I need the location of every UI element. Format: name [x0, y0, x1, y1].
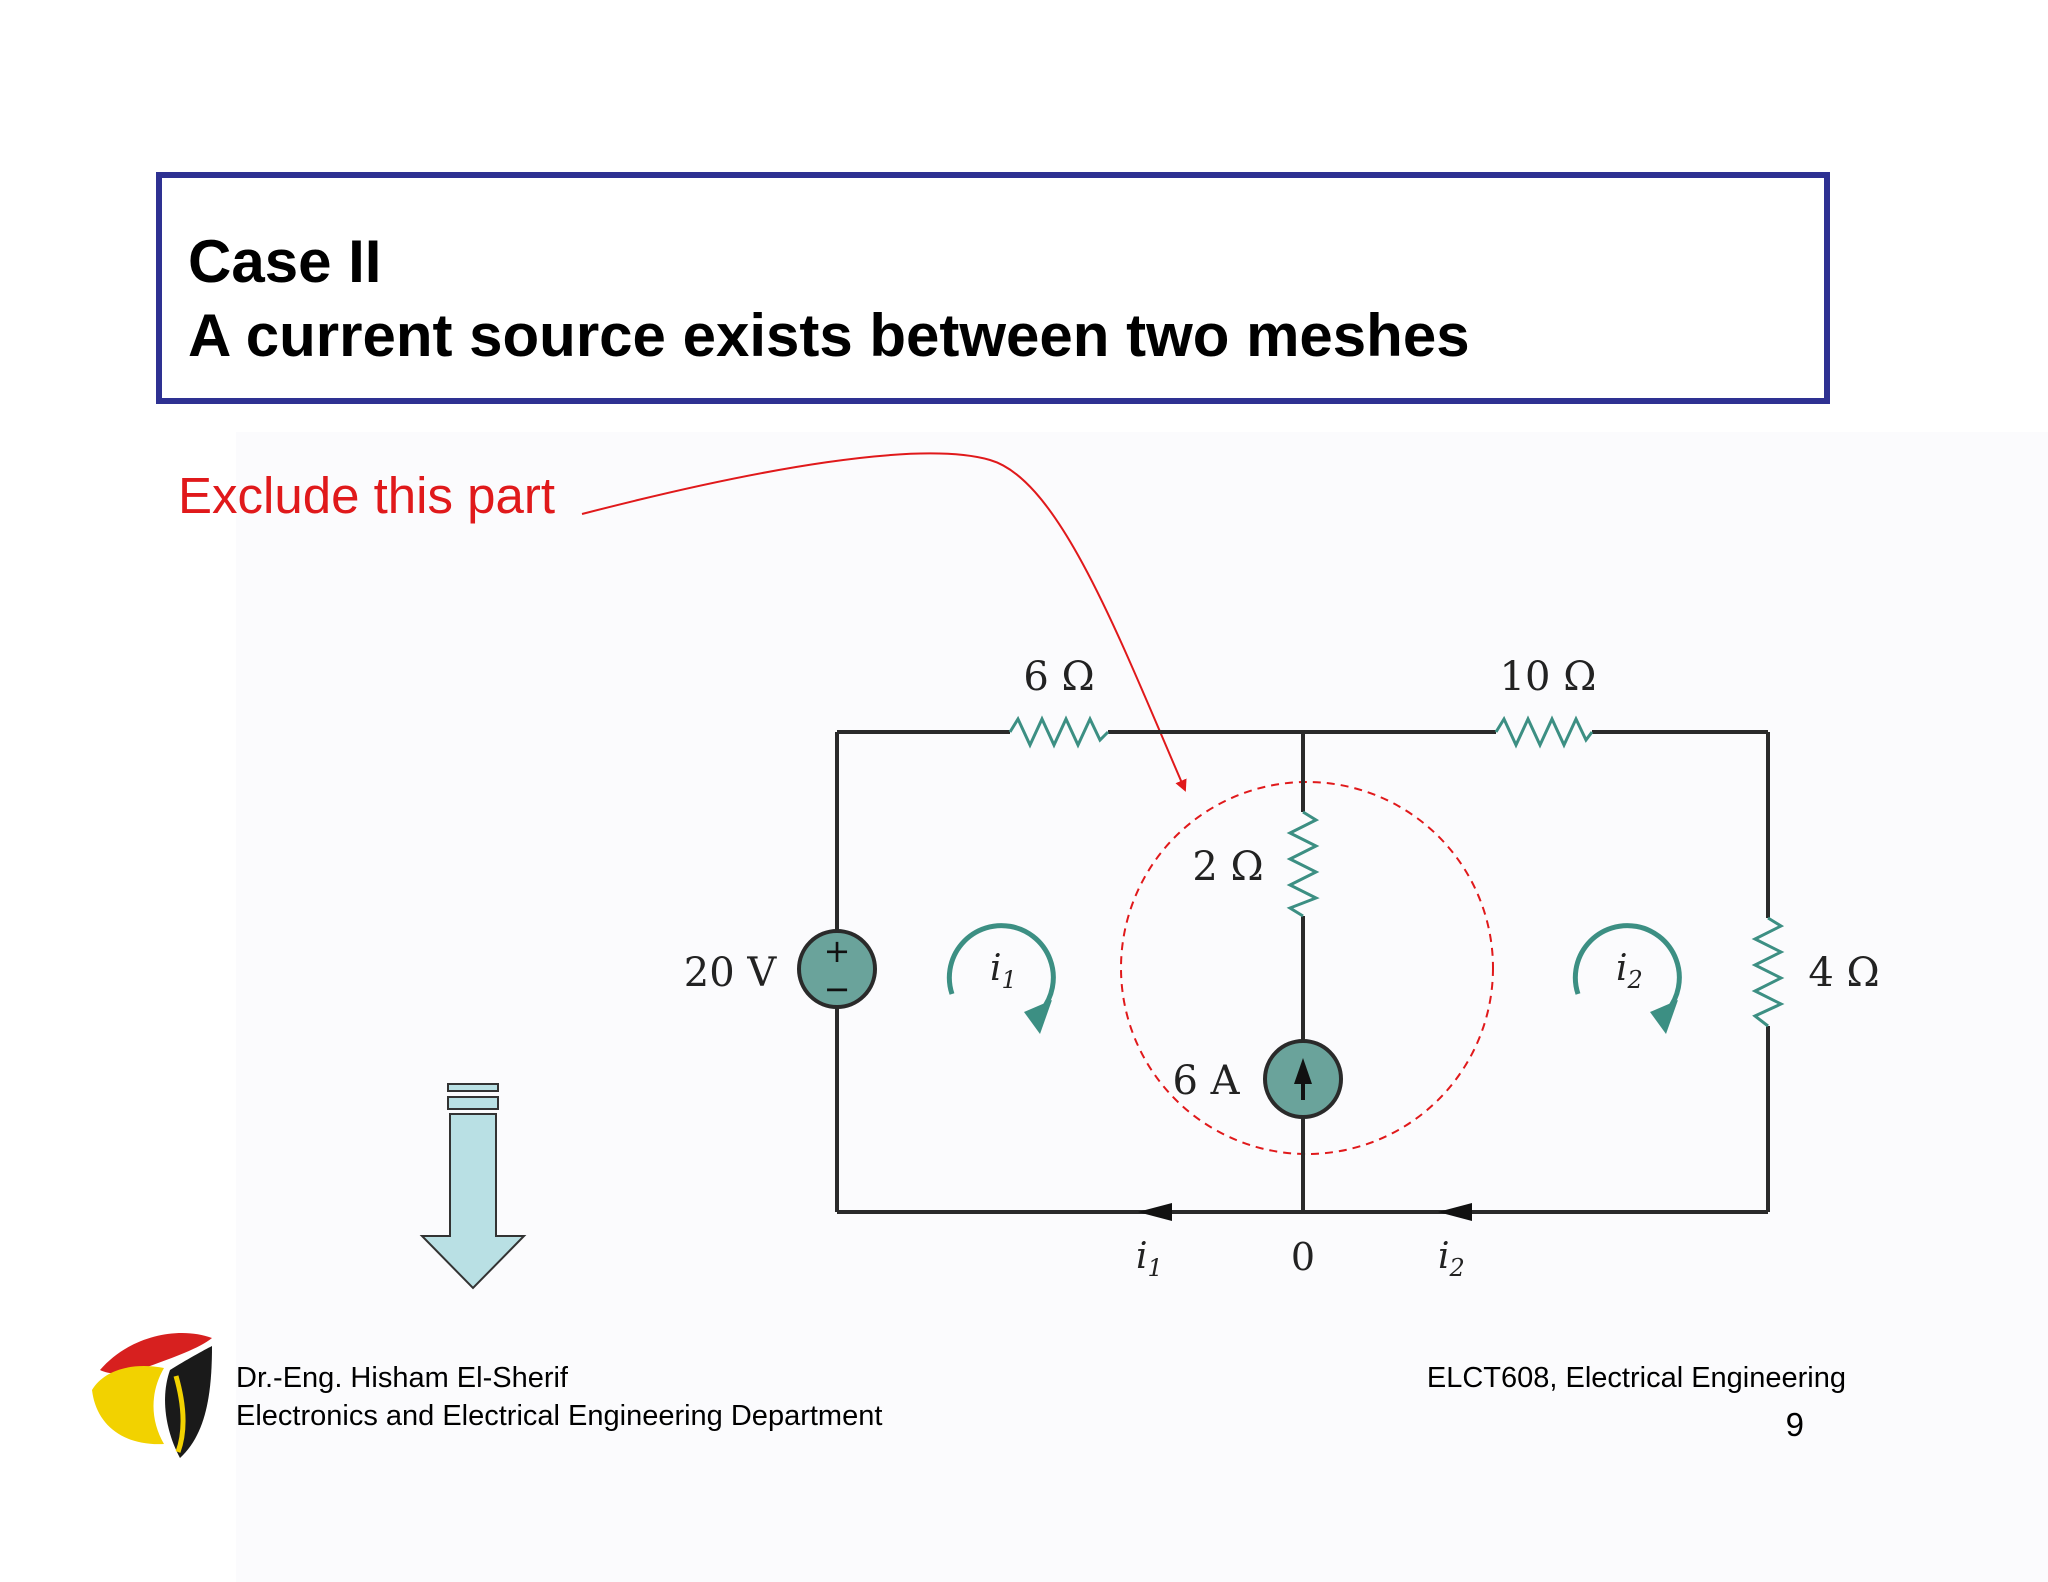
down-arrow-icon	[419, 1083, 527, 1290]
footer-department: Electronics and Electrical Engineering D…	[236, 1400, 883, 1432]
resistor-2-ohm	[1286, 810, 1320, 918]
bottom-label-i2: i2	[1438, 1236, 1465, 1282]
excluded-region-circle	[1120, 781, 1494, 1155]
left-arrow-icon	[1138, 1203, 1172, 1221]
resistor-6-ohm	[1008, 715, 1110, 749]
figure-background	[236, 432, 2048, 1582]
mesh-label-i1: i1	[990, 948, 1017, 994]
footer-author: Dr.-Eng. Hisham El-Sherif	[236, 1362, 568, 1394]
title-line-1: Case II	[188, 228, 382, 295]
label-20v: 20 V	[684, 950, 778, 996]
bottom-node-label: 0	[1291, 1235, 1315, 1279]
label-4-ohm: 4 Ω	[1808, 950, 1879, 996]
plus-sign: +	[824, 932, 851, 970]
clockwise-arrow-icon	[1024, 1000, 1052, 1034]
exclude-annotation-text: Exclude this part	[178, 467, 556, 524]
circuit-wires	[835, 730, 1770, 1214]
current-source-6a	[1263, 1039, 1343, 1119]
page-number: 9	[1785, 1406, 1804, 1443]
left-arrow-icon	[1438, 1203, 1472, 1221]
clockwise-arrow-icon	[1650, 1000, 1678, 1034]
mesh-arrow-1	[946, 923, 1056, 1034]
resistor-10-ohm	[1494, 715, 1594, 749]
mesh-label-i2: i2	[1616, 948, 1643, 994]
footer-course: ELCT608, Electrical Engineering	[1426, 1362, 1846, 1394]
minus-sign: −	[824, 970, 851, 1008]
label-10-ohm: 10 Ω	[1500, 654, 1597, 700]
title-line-2: A current source exists between two mesh…	[188, 302, 1470, 369]
voltage-source-20v: + −	[797, 929, 877, 1009]
bottom-label-i1: i1	[1136, 1236, 1163, 1282]
label-2-ohm: 2 Ω	[1192, 844, 1263, 890]
resistor-4-ohm	[1751, 916, 1785, 1028]
university-logo	[92, 1332, 212, 1458]
title-box: Case II A current source exists between …	[156, 172, 1830, 404]
mesh-arrow-2	[1572, 923, 1682, 1034]
annotation-arrow	[581, 452, 1187, 792]
label-6a: 6 A	[1172, 1058, 1240, 1104]
up-arrow-icon	[1294, 1058, 1312, 1084]
label-6-ohm: 6 Ω	[1023, 654, 1094, 700]
